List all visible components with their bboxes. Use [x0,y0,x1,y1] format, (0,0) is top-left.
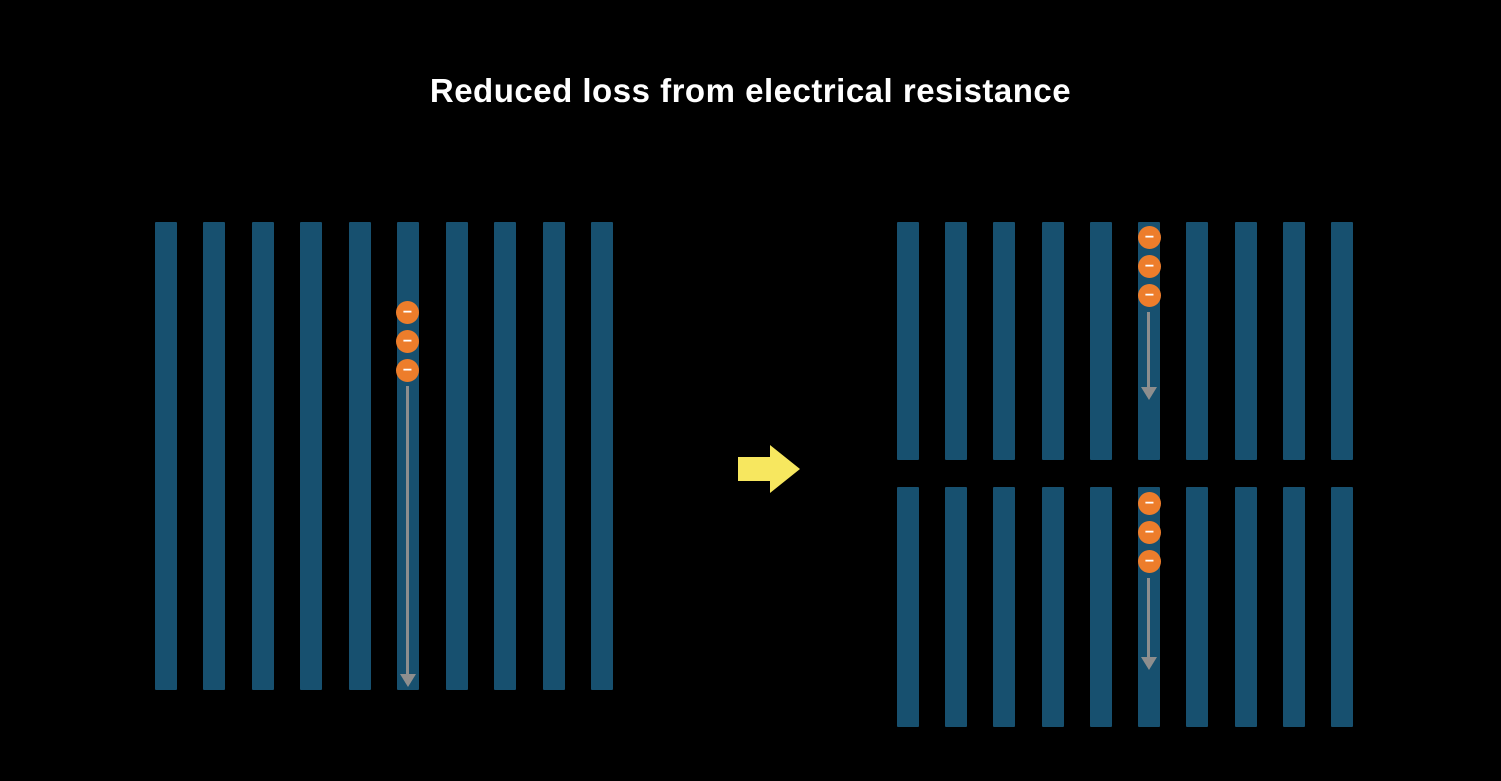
minus-symbol: − [1144,523,1155,541]
minus-symbol: − [1144,494,1155,512]
electron-icon: − [1138,284,1161,307]
minus-symbol: − [1144,286,1155,304]
cell-finger-bar [1186,222,1209,460]
cell-finger-bar [993,222,1016,460]
electron-icon: − [396,301,419,324]
current-flow-arrow-icon [406,386,409,675]
full-cell-electron-group: − − − [396,301,419,382]
diagram-title: Reduced loss from electrical resistance [429,72,1072,109]
electron-icon: − [1138,255,1161,278]
transform-arrow-head [770,445,800,493]
cell-finger-bar [1282,487,1305,727]
cell-finger-bar [1041,487,1064,727]
electron-icon: − [1138,226,1161,249]
cell-finger-bar [1330,487,1353,727]
cell-finger-bar [1041,222,1064,460]
half-cut-bottom-bars [897,487,1353,727]
current-flow-arrow-icon [1147,578,1150,658]
minus-symbol: − [1144,552,1155,570]
minus-symbol: − [402,303,413,321]
cell-finger-bar [1186,487,1209,727]
minus-symbol: − [402,332,413,350]
half-cut-top-electron-group: − − − [1138,226,1161,307]
cell-finger-bar [993,487,1016,727]
electron-icon: − [1138,492,1161,515]
cell-finger-bar [945,222,968,460]
cell-finger-bar [1234,487,1257,727]
cell-finger-bar [1330,222,1353,460]
minus-symbol: − [1144,228,1155,246]
transform-arrow-icon [738,445,800,493]
cell-finger-bar [155,222,177,690]
electron-icon: − [1138,521,1161,544]
cell-finger-bar [897,222,919,460]
cell-finger-bar [300,222,323,690]
cell-finger-bar [542,222,565,690]
cell-finger-bar [348,222,371,690]
electron-icon: − [396,359,419,382]
full-cell-bars [155,222,613,690]
minus-symbol: − [1144,257,1155,275]
cell-finger-bar [1282,222,1305,460]
half-cut-top-bars [897,222,1353,460]
minus-symbol: − [402,361,413,379]
cell-finger-bar [945,487,968,727]
cell-finger-bar [494,222,517,690]
electron-icon: − [1138,550,1161,573]
current-flow-arrow-icon [1147,312,1150,388]
cell-finger-bar [1089,222,1112,460]
electron-icon: − [396,330,419,353]
cell-finger-bar [445,222,468,690]
cell-finger-bar [203,222,226,690]
cell-finger-bar [590,222,613,690]
cell-finger-bar [897,487,919,727]
transform-arrow-shaft [738,457,770,481]
cell-finger-bar [1234,222,1257,460]
half-cut-bottom-electron-group: − − − [1138,492,1161,573]
cell-finger-bar [251,222,274,690]
cell-finger-bar [1089,487,1112,727]
